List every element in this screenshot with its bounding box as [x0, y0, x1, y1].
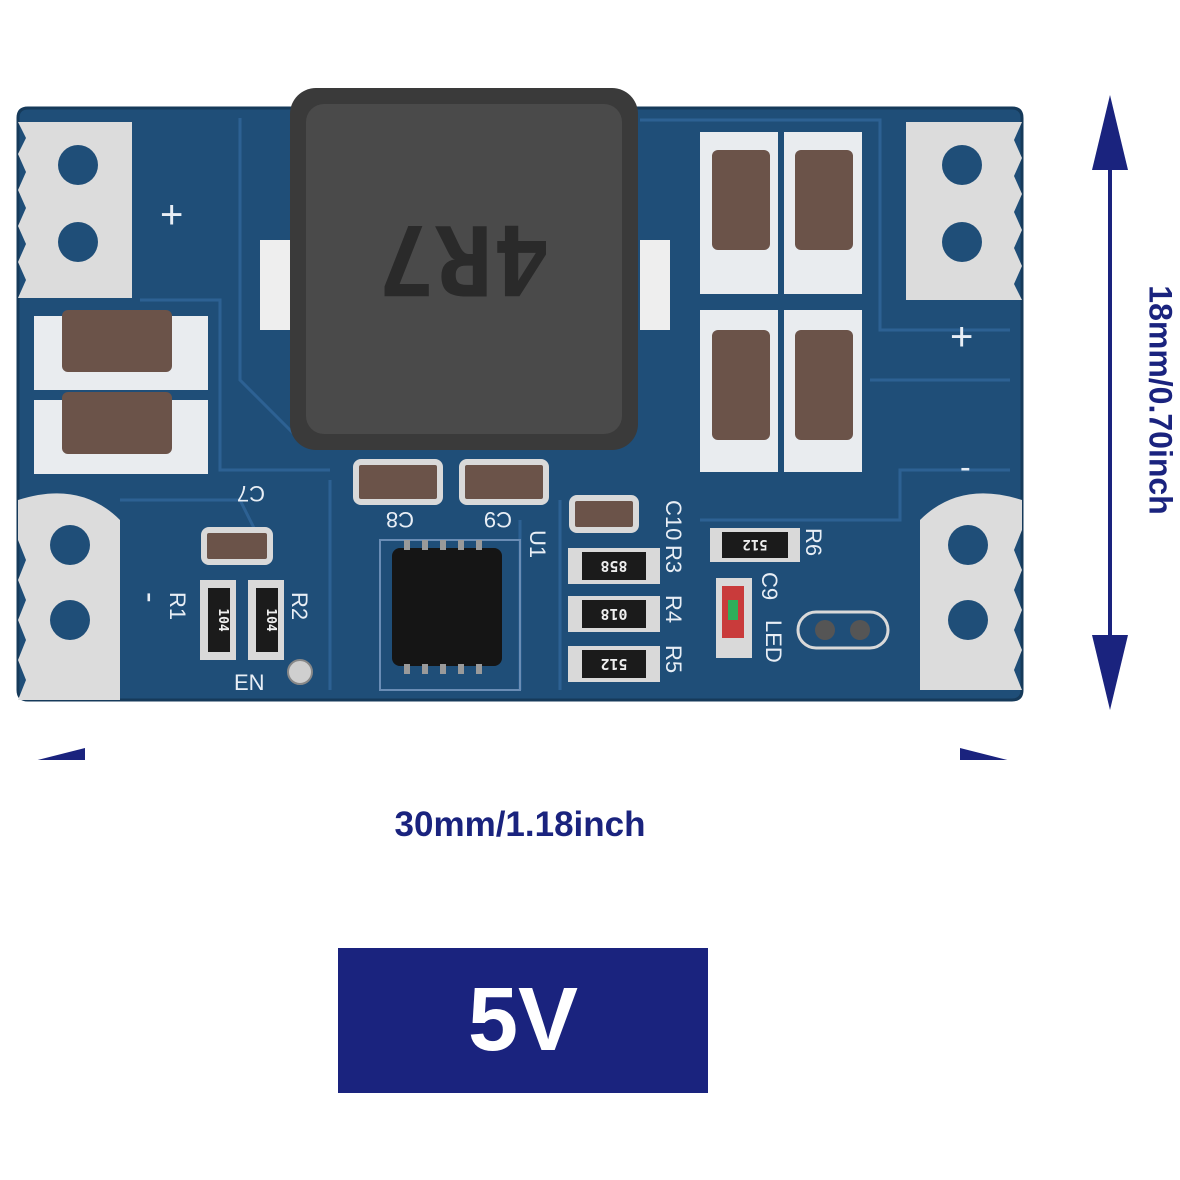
silk-r5: R5 — [661, 645, 686, 673]
r2-code: 104 — [263, 608, 278, 632]
solder-jumper — [796, 610, 890, 650]
silk-c9-led: C9 — [757, 572, 782, 600]
silk-r6: R6 — [801, 528, 826, 556]
r5-code: 512 — [600, 655, 627, 673]
r3-code: 858 — [600, 557, 627, 575]
width-dimension-arrow — [37, 748, 1008, 760]
voltage-badge: 5V — [338, 948, 708, 1093]
silk-minus-left: - — [133, 592, 169, 603]
silk-minus-right: - — [960, 449, 971, 485]
silk-plus-right: + — [950, 315, 973, 359]
right-output-pads — [906, 122, 1022, 690]
silk-en: EN — [234, 670, 265, 695]
silk-r2: R2 — [287, 592, 312, 620]
silk-r4: R4 — [661, 595, 686, 623]
width-label: 30mm/1.18inch — [394, 805, 646, 844]
height-dimension-arrow — [1092, 95, 1128, 710]
output-capacitors — [700, 132, 862, 472]
silk-c10: C10 — [661, 500, 686, 540]
pcb-module-photo: 4R7 — [16, 88, 1024, 760]
silk-r1: R1 — [165, 592, 190, 620]
silk-plus-left: + — [160, 193, 183, 237]
r4-code: 018 — [600, 605, 627, 623]
silk-r3: R3 — [661, 545, 686, 573]
silk-led: LED — [761, 620, 786, 663]
r6-code: 512 — [742, 536, 767, 552]
led — [716, 578, 752, 658]
inductor: 4R7 — [260, 88, 670, 450]
input-capacitors — [34, 310, 208, 474]
en-pad — [287, 659, 313, 685]
height-label: 18mm/0.70inch — [1142, 285, 1179, 515]
silk-c9: C9 — [484, 507, 512, 532]
inductor-marking: 4R7 — [377, 203, 550, 315]
silk-c7: C7 — [237, 481, 265, 506]
silk-c8: C8 — [386, 507, 414, 532]
left-input-pads — [18, 122, 132, 700]
converter-ic — [379, 539, 521, 691]
silk-u1: U1 — [525, 530, 550, 558]
r1-code: 104 — [215, 608, 230, 632]
small-capacitors — [201, 459, 639, 565]
resistors — [200, 528, 800, 682]
